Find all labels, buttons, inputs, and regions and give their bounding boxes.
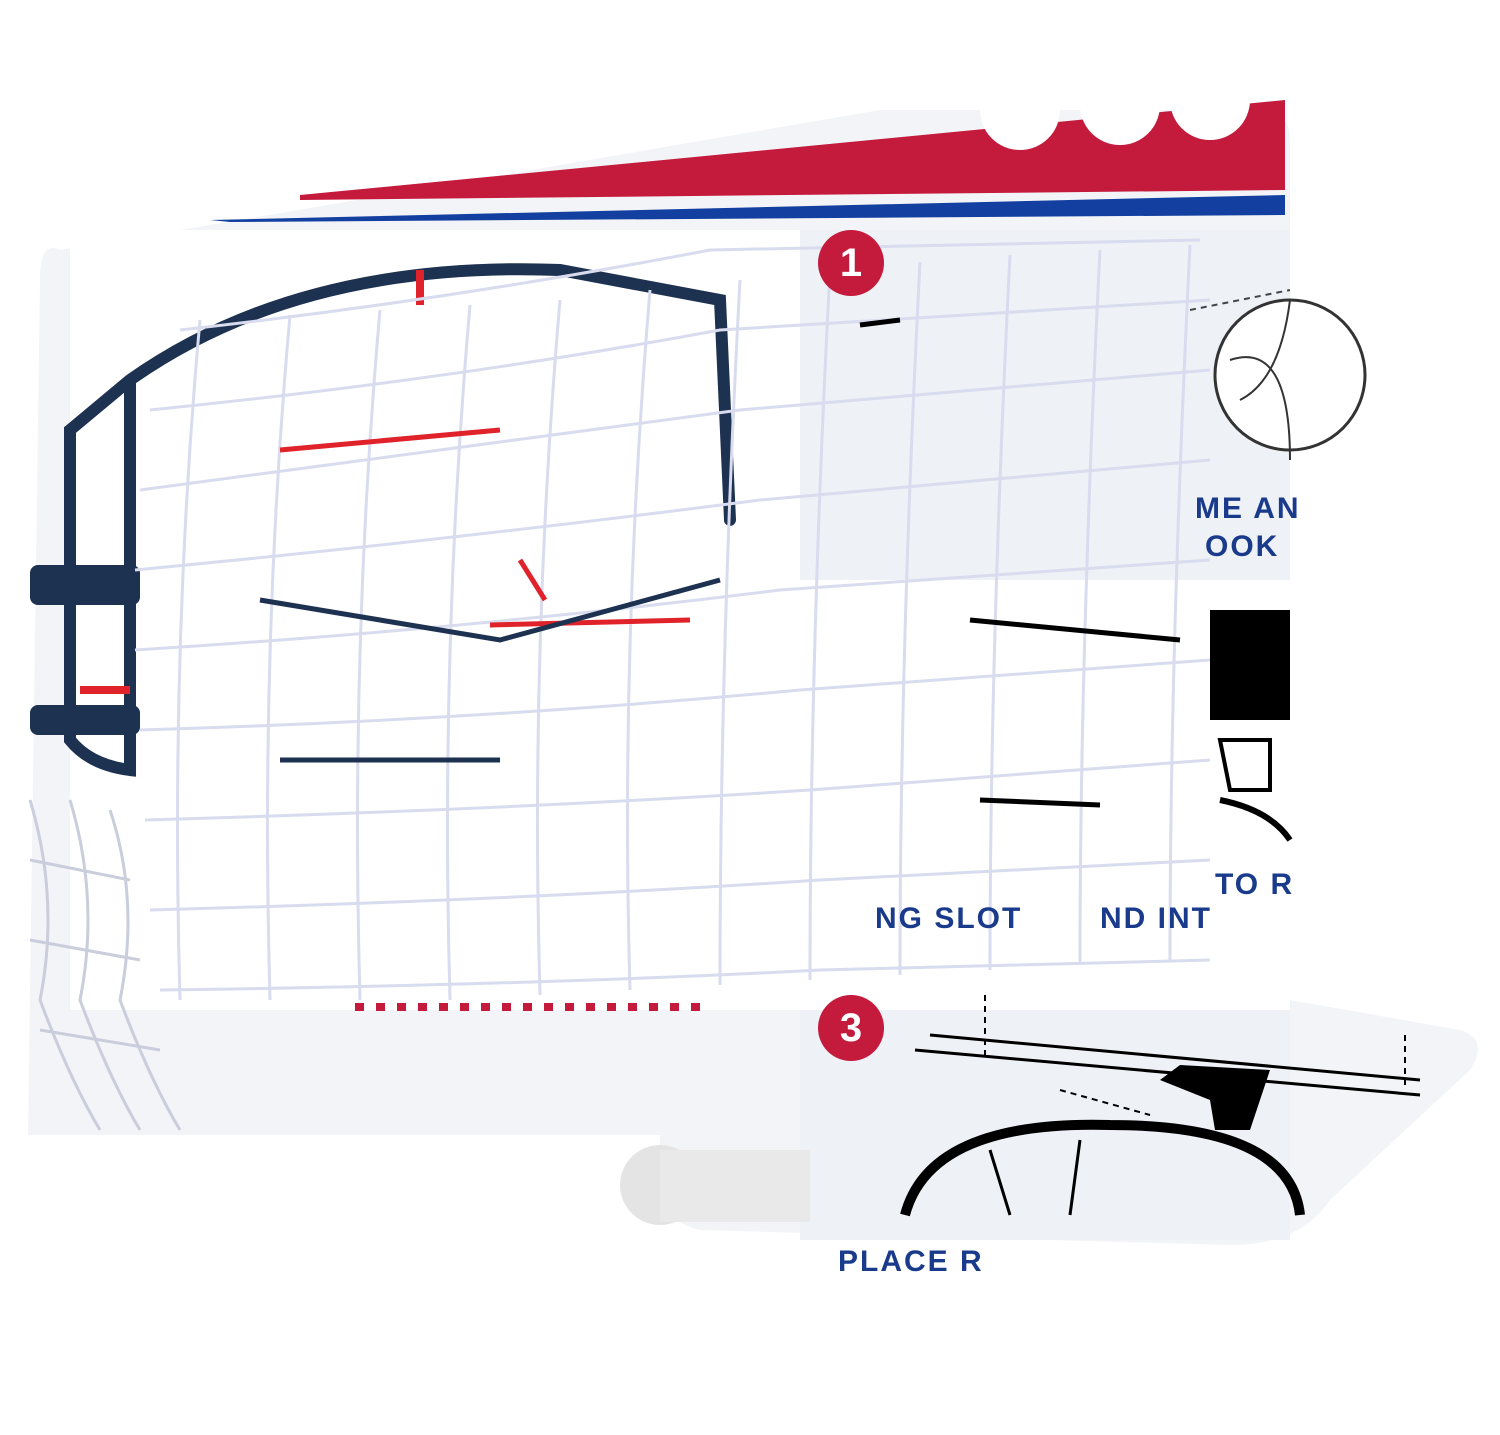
net (134, 238, 1211, 1001)
step-2-text-line-3: ND INT (1100, 902, 1212, 935)
bracket-diagram (1210, 610, 1290, 720)
backboard-blue-stripe (210, 195, 1285, 222)
ball-diagram (1213, 298, 1367, 452)
step-1-text-line-1: ME AN (1195, 492, 1301, 525)
hoop-peg-bottom (30, 705, 140, 735)
step-3-text-line-1: PLACE R (838, 1245, 984, 1278)
step-2-text-line-1: TO R (1215, 868, 1295, 901)
hoop-frame (64, 263, 736, 777)
step-1-text-line-2: OOK (1205, 530, 1280, 563)
step-2-text-line-2: NG SLOT (875, 902, 1023, 935)
hoop-peg-top (30, 565, 140, 605)
step-3-badge: 3 (818, 995, 884, 1061)
rim-diagram (900, 995, 1421, 1217)
step-1-badge: 1 (818, 230, 884, 296)
hoop-net-lower (28, 799, 182, 1131)
